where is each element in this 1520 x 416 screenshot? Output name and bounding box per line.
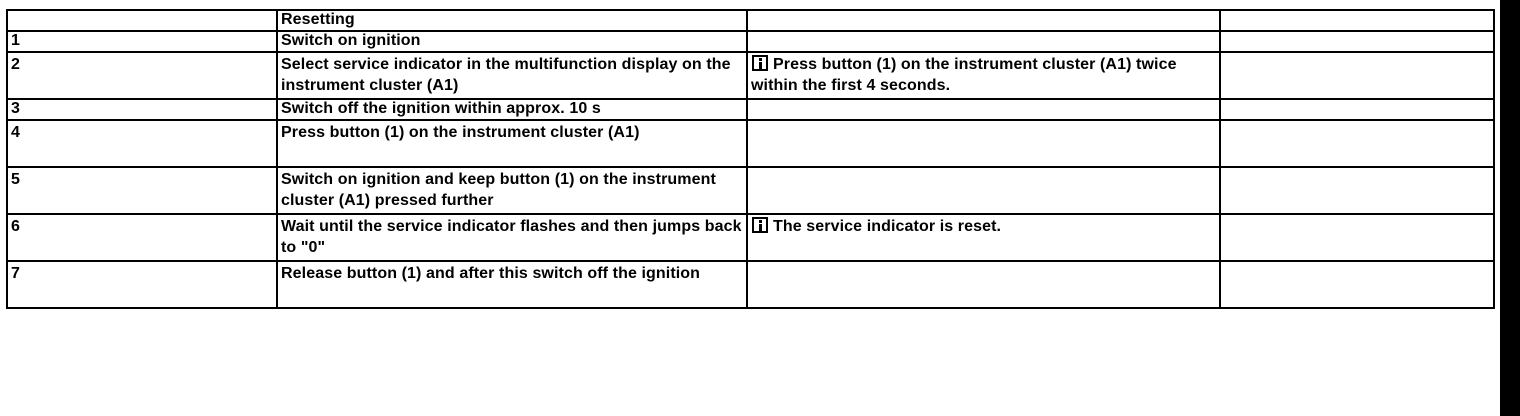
step-extra bbox=[1219, 260, 1495, 309]
step-number: 4 bbox=[6, 119, 278, 168]
info-icon bbox=[752, 217, 768, 233]
step-note: Press button (1) on the instrument clust… bbox=[746, 51, 1221, 100]
table-row: 4 Press button (1) on the instrument clu… bbox=[6, 119, 1495, 168]
step-note-text: The service indicator is reset. bbox=[773, 218, 1002, 235]
step-note-text: Press button (1) on the instrument clust… bbox=[751, 56, 1177, 94]
step-extra bbox=[1219, 30, 1495, 53]
table-row: 6 Wait until the service indicator flash… bbox=[6, 213, 1495, 262]
table-row: 3 Switch off the ignition within approx.… bbox=[6, 98, 1495, 121]
table-row: 7 Release button (1) and after this swit… bbox=[6, 260, 1495, 309]
step-action: Wait until the service indicator flashes… bbox=[276, 213, 748, 262]
step-note bbox=[746, 260, 1221, 309]
step-note bbox=[746, 166, 1221, 215]
table-row: 1 Switch on ignition bbox=[6, 30, 1495, 53]
step-number: 2 bbox=[6, 51, 278, 100]
step-extra bbox=[1219, 51, 1495, 100]
step-action: Switch on ignition bbox=[276, 30, 748, 53]
step-number: 6 bbox=[6, 213, 278, 262]
resetting-procedure-table: Resetting 1 Switch on ignition 2 Select … bbox=[6, 9, 1495, 309]
step-number: 3 bbox=[6, 98, 278, 121]
step-number: 5 bbox=[6, 166, 278, 215]
step-note bbox=[746, 98, 1221, 121]
right-edge-bar bbox=[1500, 0, 1520, 416]
header-extra-cell bbox=[1219, 9, 1495, 32]
header-title-cell: Resetting bbox=[276, 9, 748, 32]
header-note-cell bbox=[746, 9, 1221, 32]
step-extra bbox=[1219, 119, 1495, 168]
info-icon bbox=[752, 55, 768, 71]
step-extra bbox=[1219, 98, 1495, 121]
step-note bbox=[746, 119, 1221, 168]
step-action: Switch on ignition and keep button (1) o… bbox=[276, 166, 748, 215]
table-header-row: Resetting bbox=[6, 9, 1495, 32]
step-extra bbox=[1219, 213, 1495, 262]
step-action: Release button (1) and after this switch… bbox=[276, 260, 748, 309]
table-row: 5 Switch on ignition and keep button (1)… bbox=[6, 166, 1495, 215]
step-note bbox=[746, 30, 1221, 53]
step-number: 1 bbox=[6, 30, 278, 53]
header-step-cell bbox=[6, 9, 278, 32]
step-extra bbox=[1219, 166, 1495, 215]
step-action: Switch off the ignition within approx. 1… bbox=[276, 98, 748, 121]
step-action: Select service indicator in the multifun… bbox=[276, 51, 748, 100]
step-note: The service indicator is reset. bbox=[746, 213, 1221, 262]
table-row: 2 Select service indicator in the multif… bbox=[6, 51, 1495, 100]
step-action: Press button (1) on the instrument clust… bbox=[276, 119, 748, 168]
step-number: 7 bbox=[6, 260, 278, 309]
